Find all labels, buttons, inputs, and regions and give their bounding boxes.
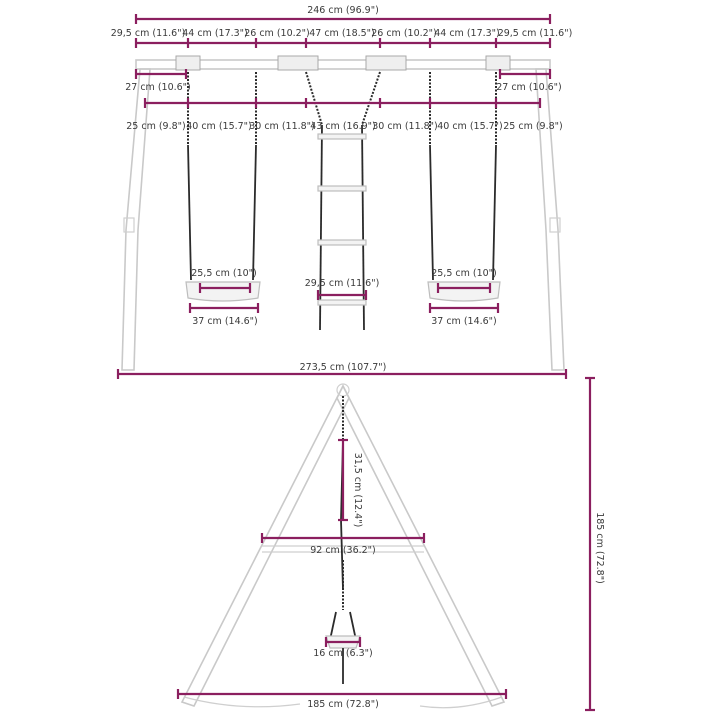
left-swing [185,72,261,302]
top-segment-label-5: 26 cm (10.2") [371,28,437,39]
total-width-label: 246 cm (96.9") [307,5,379,16]
top-segment-label-3: 26 cm (10.2") [244,28,310,39]
right-seat-width-label: 37 cm (14.6") [431,316,497,327]
top-segment-label-6: 44 cm (17.3") [434,28,500,39]
front-view [121,55,565,371]
end-offset-right-label: 27 cm (10.6") [496,82,562,93]
top-segment-label-2: 44 cm (17.3") [182,28,248,39]
left-leg-joint [123,217,135,233]
bracket-4 [485,55,511,71]
base-width-label: 273,5 cm (107.7") [300,362,387,373]
bracket-1 [175,55,201,71]
bracket-3 [365,55,407,71]
right-leg-joint [549,217,561,233]
right-seat [427,281,501,302]
left-leg [121,68,151,371]
dimension-labels: 246 cm (96.9") 29,5 cm (11.6") 44 cm (17… [111,5,605,710]
base-depth-label: 185 cm (72.8") [307,699,379,710]
ladder-width-label: 29,5 cm (11.6") [305,278,380,289]
end-offset-left-label: 27 cm (10.6") [125,82,191,93]
hanger-segment-label-7: 25 cm (9.8") [503,121,563,132]
hanger-segment-label-2: 40 cm (15.7") [186,121,252,132]
bracket-2 [277,55,319,71]
right-swing [427,72,501,302]
dimension-lines [116,14,595,712]
seat-depth-label: 16 cm (6.3") [313,648,373,659]
left-seat-inner-label: 25,5 cm (10") [191,268,257,279]
rope-ladder [305,71,381,331]
top-segment-label-1: 29,5 cm (11.6") [111,28,186,39]
left-seat [185,281,261,302]
brace-width-label: 92 cm (36.2") [310,545,376,556]
rope-segment-label: 31,5 cm (12.4") [352,453,363,528]
right-seat-inner-label: 25,5 cm (10") [431,268,497,279]
hanger-segment-label-6: 40 cm (15.7") [437,121,503,132]
top-beam [135,59,551,70]
hanger-segment-label-3: 30 cm (11.8") [249,121,315,132]
right-leg [535,68,565,371]
left-seat-width-label: 37 cm (14.6") [192,316,258,327]
hanger-segment-label-1: 25 cm (9.8") [126,121,186,132]
top-segment-label-4: 47 cm (18.5") [309,28,375,39]
hanger-segment-label-5: 30 cm (11.8") [372,121,438,132]
top-segment-label-7: 29,5 cm (11.6") [498,28,573,39]
height-label: 185 cm (72.8") [594,512,605,584]
hanger-segment-label-4: 43 cm (16.9") [310,121,376,132]
